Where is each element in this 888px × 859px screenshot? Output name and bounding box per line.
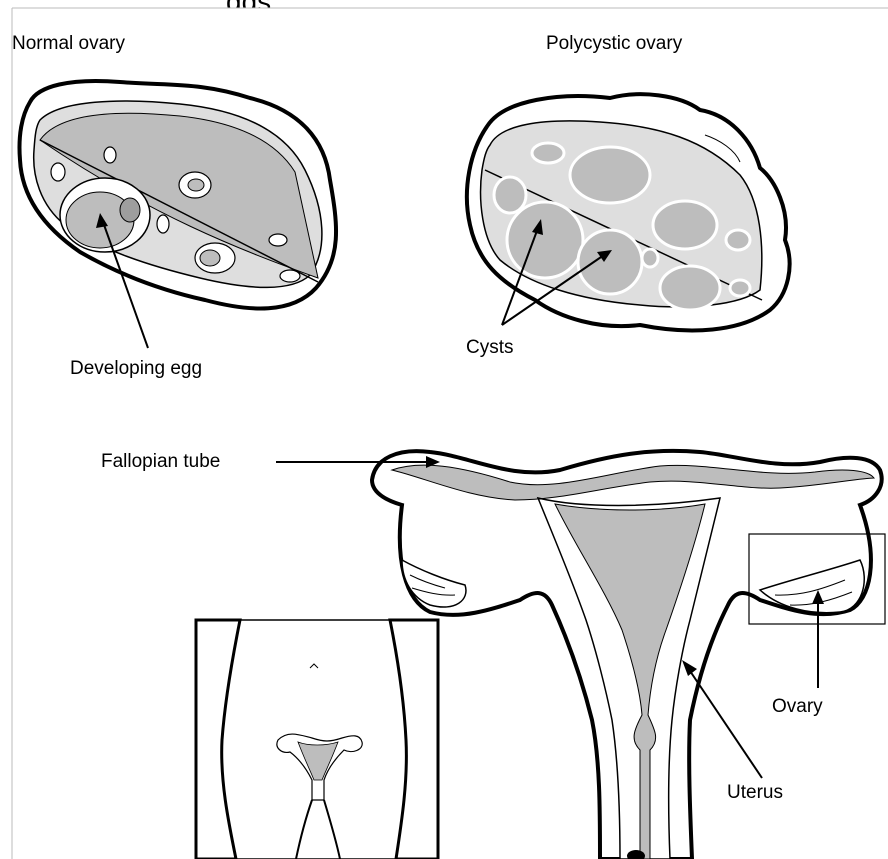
cyst	[570, 147, 650, 203]
label-cysts: Cysts	[466, 338, 514, 357]
label-uterus: Uterus	[727, 783, 783, 802]
follicle	[269, 234, 287, 246]
label-fallopian-tube: Fallopian tube	[101, 452, 220, 471]
cyst	[578, 230, 642, 294]
label-ovary: Ovary	[772, 697, 823, 716]
follicle	[51, 163, 65, 181]
follicle	[280, 270, 300, 282]
follicle	[157, 215, 169, 233]
follicle-core	[188, 179, 204, 191]
title-normal-ovary: Normal ovary	[12, 34, 125, 53]
cyst	[507, 202, 583, 278]
oocyte	[120, 198, 140, 222]
cyst	[642, 249, 658, 267]
cyst	[726, 230, 750, 250]
polycystic-ovary	[467, 94, 790, 330]
follicle	[104, 147, 116, 163]
label-developing-egg: Developing egg	[70, 359, 202, 378]
cyst	[730, 280, 750, 296]
cyst	[494, 177, 526, 213]
cyst	[653, 201, 717, 249]
body-inset	[196, 620, 438, 859]
title-polycystic-ovary: Polycystic ovary	[546, 34, 682, 53]
cyst	[660, 266, 720, 310]
uterus-arrow	[688, 668, 762, 778]
follicle-core	[200, 250, 220, 266]
cyst	[532, 143, 564, 163]
normal-ovary	[19, 81, 336, 348]
